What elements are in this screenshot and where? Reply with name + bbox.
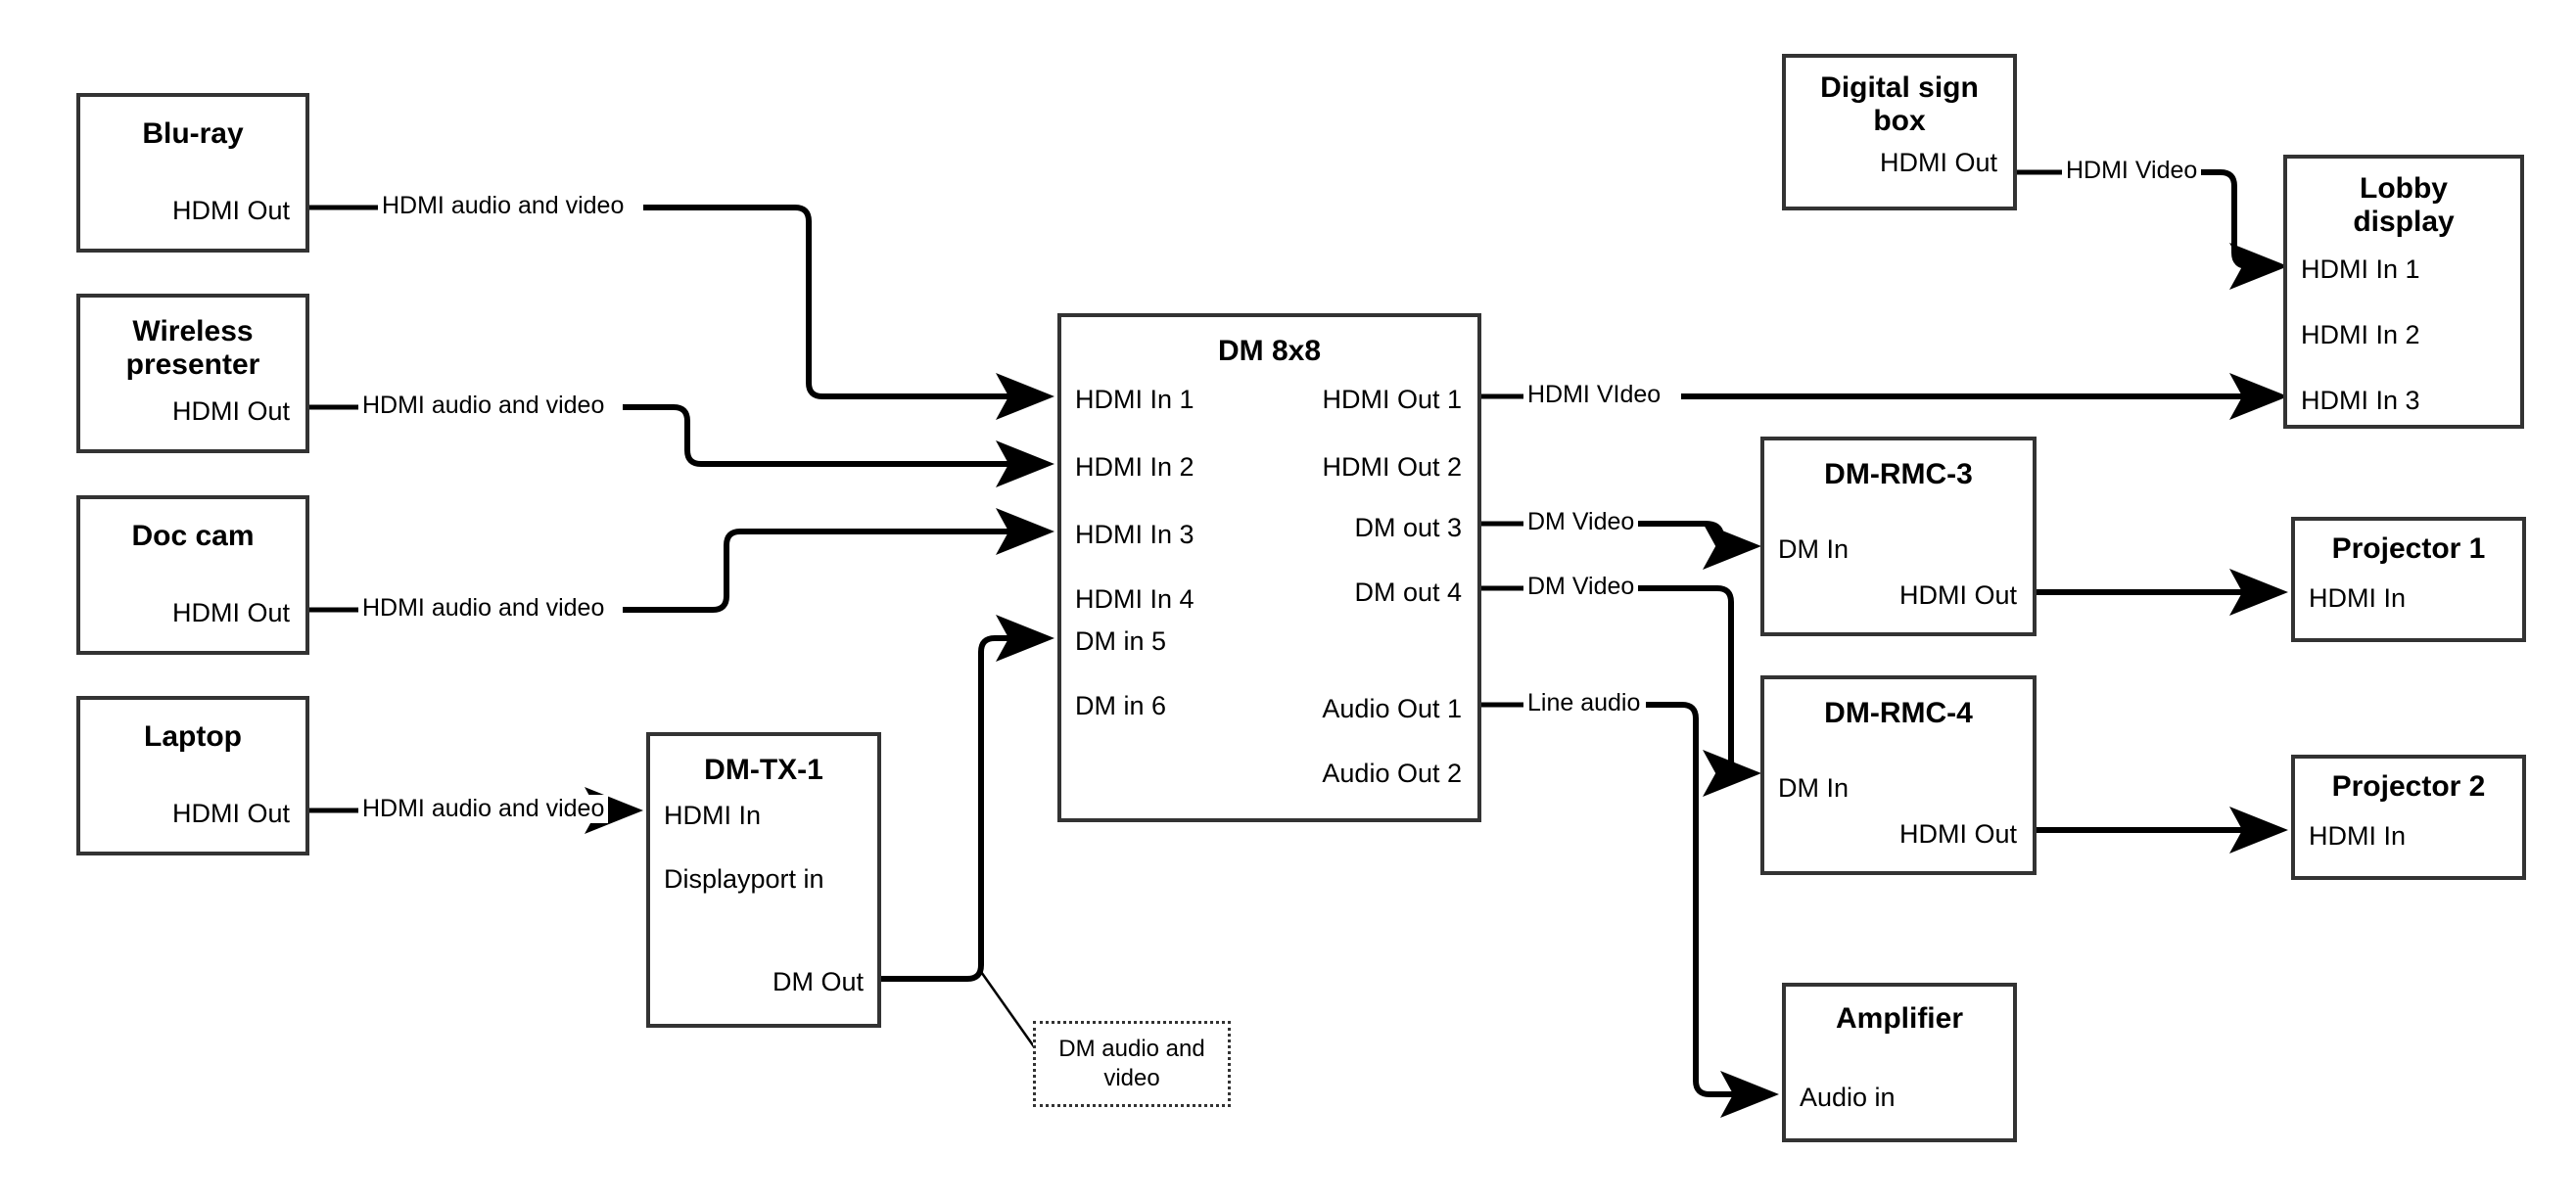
node-dm-rmc-4-title: DM-RMC-4 xyxy=(1824,697,1973,729)
port-dm8x8-hdmi-out-2[interactable]: HDMI Out 2 xyxy=(1322,452,1462,482)
node-amplifier[interactable]: Amplifier Audio in xyxy=(1782,983,2017,1142)
node-projector-1[interactable]: Projector 1 HDMI In xyxy=(2291,517,2526,642)
port-dm8x8-dm-out-3[interactable]: DM out 3 xyxy=(1354,513,1462,542)
node-doc-cam-title: Doc cam xyxy=(131,520,255,552)
port-rmc3-dm-in[interactable]: DM In xyxy=(1778,534,1850,564)
port-dm8x8-audio-out-1[interactable]: Audio Out 1 xyxy=(1322,694,1462,723)
port-rmc4-hdmi-out[interactable]: HDMI Out xyxy=(1898,819,2017,849)
edge-label-dm-out4-to-rmc4: DM Video xyxy=(1523,573,1639,601)
node-doc-cam[interactable]: Doc cam HDMI Out xyxy=(76,495,309,655)
node-lobby-display-title: Lobby display xyxy=(2353,172,2455,238)
port-rmc3-hdmi-out[interactable]: HDMI Out xyxy=(1898,580,2017,610)
node-projector-2-title: Projector 2 xyxy=(2331,770,2486,803)
node-digital-sign-box[interactable]: Digital sign box HDMI Out xyxy=(1782,54,2017,210)
node-projector-1-title: Projector 1 xyxy=(2331,532,2486,565)
node-dm-8x8-title: DM 8x8 xyxy=(1217,335,1322,367)
edge-label-dm-audio1-to-amp: Line audio xyxy=(1523,689,1645,717)
node-wireless-presenter[interactable]: Wireless presenter HDMI Out xyxy=(76,294,309,453)
wire-dm8x8-audio1-to-amp-b xyxy=(1646,702,1779,1118)
port-dmtx1-hdmi-in[interactable]: HDMI In xyxy=(664,801,762,830)
node-wireless-presenter-title: Wireless presenter xyxy=(125,315,260,381)
port-dm8x8-dm-in-5[interactable]: DM in 5 xyxy=(1075,626,1167,656)
node-bluray-title: Blu-ray xyxy=(142,117,244,150)
node-lobby-display[interactable]: Lobby display HDMI In 1 HDMI In 2 HDMI I… xyxy=(2283,155,2524,429)
port-lobby-hdmi-in-3[interactable]: HDMI In 3 xyxy=(2301,386,2420,415)
node-laptop-title: Laptop xyxy=(144,720,242,753)
node-amplifier-title: Amplifier xyxy=(1835,1002,1964,1035)
node-dm-tx-1[interactable]: DM-TX-1 HDMI In Displayport in DM Out xyxy=(646,732,881,1028)
port-dm8x8-dm-in-6[interactable]: DM in 6 xyxy=(1075,691,1167,720)
node-digital-sign-box-title: Digital sign box xyxy=(1820,71,1979,137)
edge-label-doccam-to-dm: HDMI audio and video xyxy=(358,594,609,623)
wire-dm8x8-out4-to-rmc4-b xyxy=(1637,585,1761,797)
port-dmtx1-displayport-in[interactable]: Displayport in xyxy=(664,864,824,894)
port-projector1-hdmi-in[interactable]: HDMI In xyxy=(2309,583,2407,613)
edge-label-wireless-to-dm: HDMI audio and video xyxy=(358,392,609,420)
port-amplifier-audio-in[interactable]: Audio in xyxy=(1800,1083,1896,1112)
port-lobby-hdmi-in-1[interactable]: HDMI In 1 xyxy=(2301,254,2420,284)
wire-doccam-to-dm8x8-b xyxy=(623,508,1054,613)
port-doccam-hdmi-out[interactable]: HDMI Out xyxy=(171,598,290,627)
port-dmtx1-dm-out[interactable]: DM Out xyxy=(772,967,864,996)
port-dm8x8-hdmi-in-4[interactable]: HDMI In 4 xyxy=(1075,584,1194,614)
wire-signbox-to-lobby-b xyxy=(2197,169,2288,290)
node-dm-8x8[interactable]: DM 8x8 HDMI In 1 HDMI In 2 HDMI In 3 HDM… xyxy=(1057,313,1481,822)
port-dm8x8-audio-out-2[interactable]: Audio Out 2 xyxy=(1322,759,1462,788)
port-projector2-hdmi-in[interactable]: HDMI In xyxy=(2309,821,2407,851)
port-dm8x8-dm-out-4[interactable]: DM out 4 xyxy=(1354,577,1462,607)
node-laptop[interactable]: Laptop HDMI Out xyxy=(76,696,309,855)
edge-label-laptop-to-tx: HDMI audio and video xyxy=(358,795,609,823)
edge-label-bluray-to-dm: HDMI audio and video xyxy=(378,192,629,220)
leader-line-dm-note xyxy=(977,968,1040,1053)
node-projector-2[interactable]: Projector 2 HDMI In xyxy=(2291,755,2526,880)
port-dm8x8-hdmi-out-1[interactable]: HDMI Out 1 xyxy=(1322,385,1462,414)
port-dm8x8-hdmi-in-1[interactable]: HDMI In 1 xyxy=(1075,385,1194,414)
wire-dm8x8-out3-to-rmc3-b xyxy=(1637,521,1761,570)
wire-dmtx1-to-dm8x8 xyxy=(881,615,1054,982)
port-lobby-hdmi-in-2[interactable]: HDMI In 2 xyxy=(2301,320,2420,349)
wire-bluray-to-dm8x8-b xyxy=(643,205,1054,420)
edge-label-dm-out1-to-lobby: HDMI VIdeo xyxy=(1523,381,1665,409)
node-dm-rmc-3-title: DM-RMC-3 xyxy=(1824,458,1973,490)
wire-wireless-to-dm8x8-b xyxy=(623,404,1054,487)
port-dm8x8-hdmi-in-3[interactable]: HDMI In 3 xyxy=(1075,520,1194,549)
port-dm8x8-hdmi-in-2[interactable]: HDMI In 2 xyxy=(1075,452,1194,482)
port-wireless-hdmi-out[interactable]: HDMI Out xyxy=(171,396,290,426)
edge-label-signbox-to-lobby: HDMI Video xyxy=(2062,157,2202,185)
node-dm-rmc-3[interactable]: DM-RMC-3 DM In HDMI Out xyxy=(1760,437,2037,636)
annotation-dm-audio-video: DM audio and video xyxy=(1033,1021,1231,1107)
port-signbox-hdmi-out[interactable]: HDMI Out xyxy=(1879,148,1997,177)
port-laptop-hdmi-out[interactable]: HDMI Out xyxy=(171,799,290,828)
edge-label-dm-out3-to-rmc3: DM Video xyxy=(1523,508,1639,536)
node-dm-rmc-4[interactable]: DM-RMC-4 DM In HDMI Out xyxy=(1760,675,2037,875)
port-rmc4-dm-in[interactable]: DM In xyxy=(1778,773,1850,803)
node-dm-tx-1-title: DM-TX-1 xyxy=(704,754,823,786)
node-bluray[interactable]: Blu-ray HDMI Out xyxy=(76,93,309,253)
port-bluray-hdmi-out[interactable]: HDMI Out xyxy=(171,196,290,225)
